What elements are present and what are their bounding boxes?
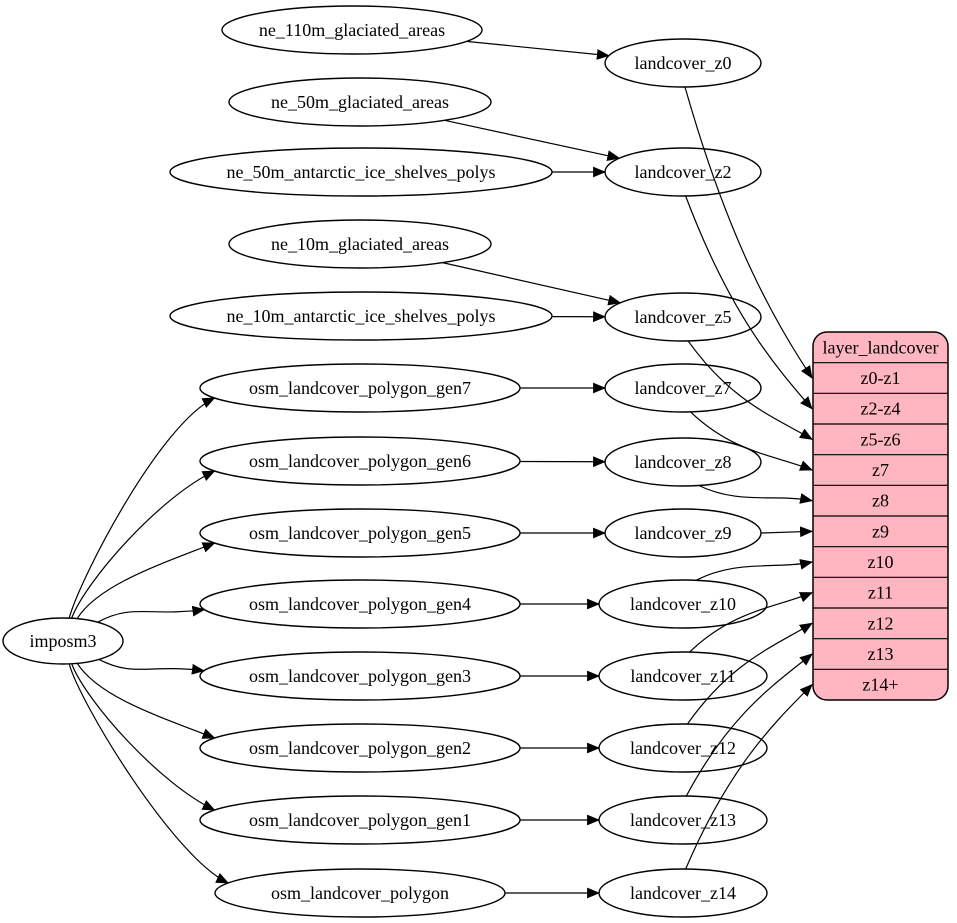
edge-imposm3-to-osm_landcover_polygon	[68, 663, 230, 884]
edge-landcover_z11-to-layer_landcover-z11	[689, 592, 814, 653]
node-osm_landcover_polygon_gen5: osm_landcover_polygon_gen5	[199, 508, 521, 558]
node-shape-ne_110m_glaciated_areas	[221, 5, 483, 55]
node-landcover_z13: landcover_z13	[598, 795, 768, 845]
node-osm_landcover_polygon_gen3: osm_landcover_polygon_gen3	[199, 651, 521, 701]
edge-ne_110m_glaciated_areas-to-landcover_z0	[466, 40, 610, 60]
record-row-z10: z10	[868, 552, 894, 572]
node-landcover_z14: landcover_z14	[598, 868, 768, 918]
edge-landcover_z14-to-layer_landcover-z14+	[685, 683, 813, 870]
node-landcover_z7: landcover_z7	[604, 363, 762, 413]
node-landcover_z9: landcover_z9	[604, 508, 762, 558]
node-osm_landcover_polygon_gen6: osm_landcover_polygon_gen6	[199, 436, 521, 486]
node-osm_landcover_polygon_gen7: osm_landcover_polygon_gen7	[199, 363, 521, 413]
edge-imposm3-to-osm_landcover_polygon_gen2	[76, 663, 216, 739]
node-layer_landcover: layer_landcover z0-z1 z2-z4 z5-z6 z7 z8 z9 z10 z…	[812, 331, 949, 701]
node-landcover_z11: landcover_z11	[598, 651, 768, 701]
record-title-layer_landcover: layer_landcover	[823, 337, 939, 357]
node-label-landcover_z5: landcover_z5	[635, 307, 732, 327]
node-shape-ne_50m_glaciated_areas	[228, 77, 492, 127]
edge-landcover_z13-to-layer_landcover-z13	[685, 653, 813, 797]
node-label-imposm3: imposm3	[29, 631, 96, 651]
edge-imposm3-to-osm_landcover_polygon_gen6	[71, 470, 216, 619]
node-label-osm_landcover_polygon: osm_landcover_polygon	[271, 883, 449, 903]
node-landcover_z8: landcover_z8	[604, 437, 762, 487]
node-ne_50m_glaciated_areas: ne_50m_glaciated_areas	[228, 77, 492, 127]
node-osm_landcover_polygon_gen2: osm_landcover_polygon_gen2	[199, 723, 521, 773]
record-row-z2-z4: z2-z4	[861, 399, 901, 419]
record-row-z8: z8	[872, 491, 889, 511]
node-ne_110m_glaciated_areas: ne_110m_glaciated_areas	[221, 5, 483, 55]
edge-imposm3-to-osm_landcover_polygon_gen5	[76, 542, 216, 619]
node-osm_landcover_polygon_gen4: osm_landcover_polygon_gen4	[199, 579, 521, 629]
node-label-ne_10m_glaciated_areas: ne_10m_glaciated_areas	[271, 234, 449, 254]
record-row-z5-z6: z5-z6	[861, 429, 901, 449]
node-shape-imposm3	[2, 617, 124, 665]
edge-landcover_z2-to-layer_landcover-z2-z4	[685, 195, 813, 410]
record-row-z12: z12	[868, 613, 894, 633]
edge-landcover_z7-to-layer_landcover-z7	[690, 411, 814, 471]
record-row-z0-z1: z0-z1	[861, 368, 901, 388]
edge-landcover_z9-to-layer_landcover-z9	[760, 526, 814, 538]
node-label-osm_landcover_polygon_gen4: osm_landcover_polygon_gen4	[249, 594, 471, 614]
edge-ne_50m_glaciated_areas-to-landcover_z2	[444, 119, 621, 161]
node-label-osm_landcover_polygon_gen6: osm_landcover_polygon_gen6	[249, 451, 471, 471]
node-landcover_z5: landcover_z5	[604, 292, 762, 342]
node-label-landcover_z9: landcover_z9	[635, 523, 732, 543]
edge-imposm3-to-osm_landcover_polygon_gen7	[68, 397, 216, 619]
node-label-osm_landcover_polygon_gen7: osm_landcover_polygon_gen7	[249, 378, 471, 398]
node-osm_landcover_polygon_gen1: osm_landcover_polygon_gen1	[199, 795, 521, 845]
node-ne_50m_antarctic_ice_shelves_polys: ne_50m_antarctic_ice_shelves_polys	[169, 147, 553, 197]
record-row-z13: z13	[868, 644, 894, 664]
edge-landcover_z12-to-layer_landcover-z12	[686, 622, 813, 725]
node-landcover_z10: landcover_z10	[598, 579, 768, 629]
record-row-z14+: z14+	[862, 675, 898, 695]
edge-landcover_z8-to-layer_landcover-z8	[698, 484, 814, 504]
record-row-z7: z7	[872, 460, 889, 480]
node-label-landcover_z13: landcover_z13	[630, 810, 736, 830]
edge-ne_10m_glaciated_areas-to-landcover_z5	[442, 262, 622, 306]
edge-imposm3-to-osm_landcover_polygon_gen1	[71, 663, 216, 811]
node-landcover_z2: landcover_z2	[604, 147, 762, 197]
node-label-landcover_z7: landcover_z7	[635, 378, 732, 398]
edge-imposm3-to-osm_landcover_polygon_gen3	[98, 658, 205, 675]
node-label-landcover_z2: landcover_z2	[635, 162, 732, 182]
node-label-ne_50m_glaciated_areas: ne_50m_glaciated_areas	[271, 92, 449, 112]
node-landcover_z0: landcover_z0	[604, 38, 762, 88]
node-shape-landcover_z0	[604, 38, 762, 88]
edge-landcover_z10-to-layer_landcover-z10	[695, 559, 814, 581]
node-ne_10m_glaciated_areas: ne_10m_glaciated_areas	[228, 219, 492, 269]
edge-landcover_z5-to-layer_landcover-z5-z6	[687, 340, 813, 440]
node-label-ne_110m_glaciated_areas: ne_110m_glaciated_areas	[259, 20, 445, 40]
node-label-osm_landcover_polygon_gen5: osm_landcover_polygon_gen5	[249, 523, 471, 543]
node-label-landcover_z0: landcover_z0	[635, 53, 732, 73]
node-label-landcover_z8: landcover_z8	[635, 452, 732, 472]
node-label-ne_50m_antarctic_ice_shelves_polys: ne_50m_antarctic_ice_shelves_polys	[227, 162, 496, 182]
record-row-z11: z11	[868, 583, 893, 603]
node-label-osm_landcover_polygon_gen2: osm_landcover_polygon_gen2	[249, 738, 471, 758]
node-label-landcover_z14: landcover_z14	[630, 883, 736, 903]
node-label-landcover_z10: landcover_z10	[630, 594, 736, 614]
node-imposm3: imposm3	[2, 617, 124, 665]
node-label-osm_landcover_polygon_gen1: osm_landcover_polygon_gen1	[249, 810, 471, 830]
node-ne_10m_antarctic_ice_shelves_polys: ne_10m_antarctic_ice_shelves_polys	[169, 291, 553, 341]
node-label-ne_10m_antarctic_ice_shelves_polys: ne_10m_antarctic_ice_shelves_polys	[227, 306, 496, 326]
edge-landcover_z0-to-layer_landcover-z0-z1	[684, 86, 813, 379]
edge-imposm3-to-osm_landcover_polygon_gen4	[97, 605, 206, 623]
node-label-landcover_z11: landcover_z11	[630, 666, 735, 686]
node-shape-ne_10m_glaciated_areas	[228, 219, 492, 269]
record-row-z9: z9	[872, 521, 889, 541]
node-label-osm_landcover_polygon_gen3: osm_landcover_polygon_gen3	[249, 666, 471, 686]
node-label-landcover_z12: landcover_z12	[630, 738, 736, 758]
node-osm_landcover_polygon: osm_landcover_polygon	[214, 868, 506, 918]
